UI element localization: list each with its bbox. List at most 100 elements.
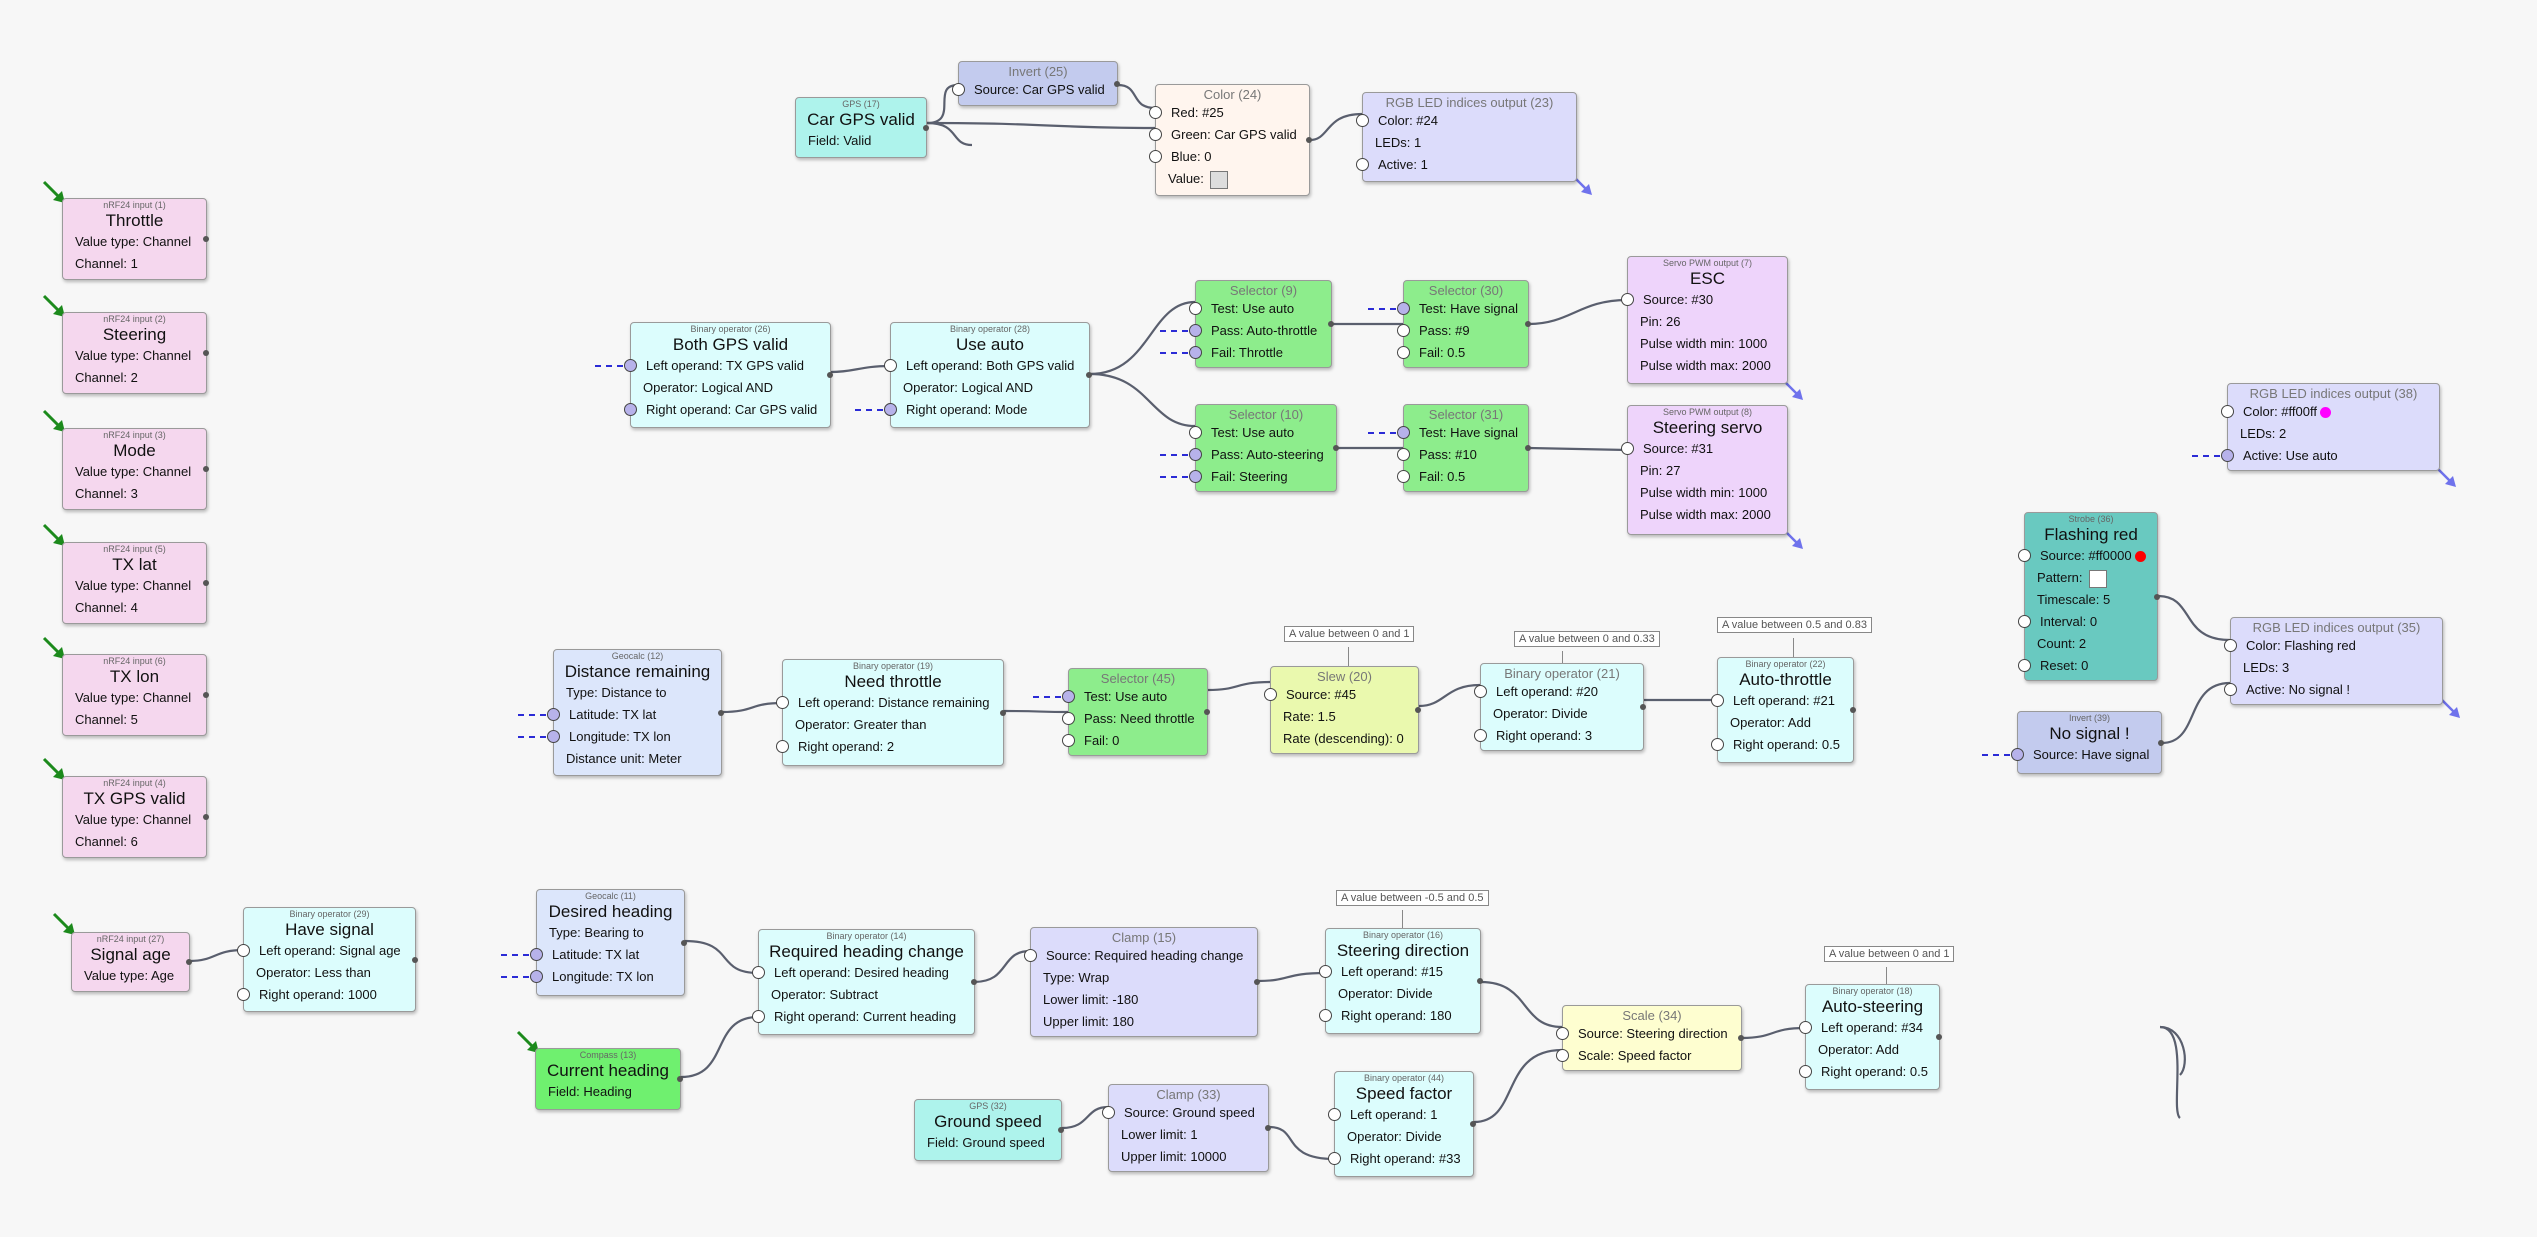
node-steering-direction[interactable]: Binary operator (16) Steering direction … (1319, 928, 1483, 1034)
input-port[interactable] (884, 403, 897, 416)
output-port[interactable] (827, 372, 833, 378)
input-port[interactable] (1711, 694, 1724, 707)
output-port[interactable] (203, 580, 209, 586)
node-auto-throttle[interactable]: Binary operator (22) Auto-throttle Left … (1711, 657, 1856, 763)
input-port[interactable] (1189, 324, 1202, 337)
input-port[interactable] (2018, 615, 2031, 628)
output-port[interactable] (1640, 704, 1646, 710)
node-esc-output[interactable]: Servo PWM output (7) ESC Source: #30 Pin… (1621, 256, 1788, 384)
node-car-gps-valid[interactable]: GPS (17) Car GPS valid Field: Valid (795, 97, 929, 158)
node-signal-age-input[interactable]: nRF24 input (27) Signal age Value type: … (71, 932, 192, 992)
input-port[interactable] (1149, 106, 1162, 119)
output-port[interactable] (1850, 707, 1856, 713)
input-port[interactable] (1397, 346, 1410, 359)
input-port[interactable] (1556, 1049, 1569, 1062)
node-scale-34[interactable]: Scale (34) Source: Steering direction Sc… (1556, 1005, 1744, 1071)
input-port[interactable] (1328, 1108, 1341, 1121)
node-tx-gps-valid-input[interactable]: nRF24 input (4) TX GPS valid Value type:… (62, 776, 209, 858)
input-port[interactable] (530, 948, 543, 961)
input-port[interactable] (1397, 302, 1410, 315)
node-invert-25[interactable]: Invert (25) Source: Car GPS valid (952, 61, 1120, 106)
input-port[interactable] (1189, 470, 1202, 483)
node-rgb-led-38[interactable]: RGB LED indices output (38) Color: #ff00… (2192, 383, 2440, 471)
output-port[interactable] (681, 939, 687, 946)
input-port[interactable] (952, 83, 965, 96)
input-port[interactable] (1319, 1009, 1332, 1022)
node-selector-31[interactable]: Selector (31) Test: Have signal Pass: #1… (1368, 404, 1531, 492)
node-selector-10[interactable]: Selector (10) Test: Use auto Pass: Auto-… (1160, 404, 1339, 492)
output-port[interactable] (1306, 137, 1312, 143)
output-port[interactable] (1254, 979, 1260, 985)
output-port[interactable] (1936, 1034, 1942, 1040)
pattern-swatch[interactable] (2088, 569, 2107, 588)
input-port[interactable] (2018, 659, 2031, 672)
output-port[interactable] (2158, 739, 2164, 746)
output-port[interactable] (1525, 445, 1531, 451)
input-port[interactable] (1319, 965, 1332, 978)
output-port[interactable] (1525, 321, 1531, 327)
output-port[interactable] (2154, 593, 2160, 600)
node-steering-servo-output[interactable]: Servo PWM output (8) Steering servo Sour… (1621, 405, 1788, 535)
output-port[interactable] (1114, 80, 1120, 87)
node-required-heading-change[interactable]: Binary operator (14) Required heading ch… (752, 929, 977, 1035)
output-port[interactable] (1328, 321, 1334, 327)
input-port[interactable] (1397, 324, 1410, 337)
node-selector-9[interactable]: Selector (9) Test: Use auto Pass: Auto-t… (1160, 280, 1334, 368)
output-port[interactable] (203, 350, 209, 356)
node-both-gps-valid[interactable]: Binary operator (26) Both GPS valid Left… (595, 322, 833, 428)
input-port[interactable] (752, 1010, 765, 1023)
output-port[interactable] (1058, 1127, 1064, 1133)
input-port[interactable] (1556, 1027, 1569, 1040)
node-clamp-33[interactable]: Clamp (33) Source: Ground speed Lower li… (1102, 1084, 1271, 1172)
input-port[interactable] (1149, 150, 1162, 163)
node-selector-30[interactable]: Selector (30) Test: Have signal Pass: #9… (1368, 280, 1531, 368)
input-port[interactable] (1189, 448, 1202, 461)
input-port[interactable] (2221, 405, 2234, 418)
input-port[interactable] (1062, 690, 1075, 703)
node-distance-remaining[interactable]: Geocalc (12) Distance remaining Type: Di… (518, 649, 724, 776)
input-port[interactable] (1799, 1021, 1812, 1034)
input-port[interactable] (1621, 293, 1634, 306)
input-port[interactable] (1474, 729, 1487, 742)
input-port[interactable] (1024, 949, 1037, 962)
node-selector-45[interactable]: Selector (45) Test: Use auto Pass: Need … (1033, 668, 1210, 756)
input-port[interactable] (530, 970, 543, 983)
input-port[interactable] (752, 966, 765, 979)
color-swatch[interactable] (1209, 170, 1228, 189)
input-port[interactable] (884, 359, 897, 372)
input-port[interactable] (1189, 346, 1202, 359)
output-port[interactable] (1333, 445, 1339, 451)
output-port[interactable] (186, 959, 192, 965)
output-port[interactable] (1086, 372, 1092, 378)
output-port[interactable] (1415, 707, 1421, 713)
output-port[interactable] (1470, 1121, 1476, 1127)
node-tx-lat-input[interactable]: nRF24 input (5) TX lat Value type: Chann… (62, 542, 209, 624)
output-port[interactable] (718, 709, 724, 716)
node-mode-input[interactable]: nRF24 input (3) Mode Value type: Channel… (62, 428, 209, 510)
node-throttle-input[interactable]: nRF24 input (1) Throttle Value type: Cha… (62, 198, 209, 280)
input-port[interactable] (1356, 114, 1369, 127)
input-port[interactable] (1799, 1065, 1812, 1078)
node-tx-lon-input[interactable]: nRF24 input (6) TX lon Value type: Chann… (62, 654, 209, 736)
input-port[interactable] (624, 359, 637, 372)
input-port[interactable] (1621, 442, 1634, 455)
node-clamp-15[interactable]: Clamp (15) Source: Required heading chan… (1024, 927, 1260, 1037)
input-port[interactable] (547, 708, 560, 721)
input-port[interactable] (1397, 448, 1410, 461)
output-port[interactable] (412, 956, 418, 963)
node-auto-steering[interactable]: Binary operator (18) Auto-steering Left … (1799, 984, 1942, 1090)
output-port[interactable] (1000, 709, 1006, 716)
node-flashing-red-strobe[interactable]: Strobe (36) Flashing red Source: #ff0000… (2018, 512, 2160, 681)
output-port[interactable] (203, 814, 209, 820)
output-port[interactable] (203, 692, 209, 698)
input-port[interactable] (2224, 639, 2237, 652)
output-port[interactable] (923, 124, 929, 131)
node-need-throttle[interactable]: Binary operator (19) Need throttle Left … (776, 659, 1006, 766)
input-port[interactable] (1356, 158, 1369, 171)
input-port[interactable] (237, 944, 250, 957)
node-have-signal[interactable]: Binary operator (29) Have signal Left op… (237, 907, 418, 1012)
input-port[interactable] (2221, 449, 2234, 462)
input-port[interactable] (1189, 302, 1202, 315)
output-port[interactable] (677, 1076, 683, 1082)
input-port[interactable] (1328, 1152, 1341, 1165)
